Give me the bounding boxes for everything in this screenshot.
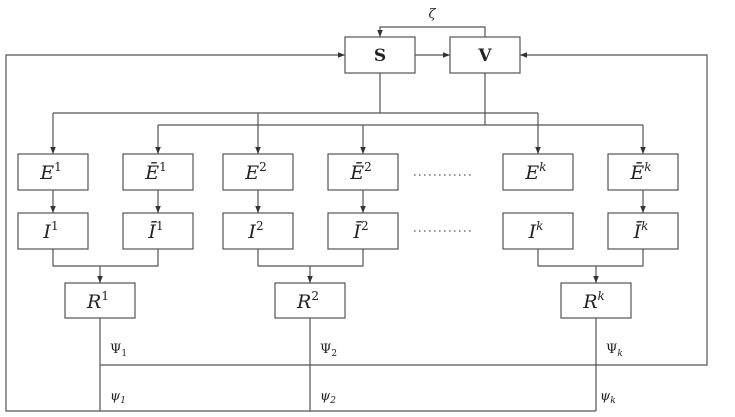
node-r2: R2 xyxy=(274,282,346,319)
rate-label-psi2: Ψ2 xyxy=(320,342,337,359)
node-e1-label: E1 xyxy=(39,160,62,184)
edge-Psi-to-v xyxy=(100,52,708,366)
rate-label-psi2: ψ2 xyxy=(320,389,336,406)
node-ebk: Ēk xyxy=(607,153,679,191)
node-i2: I2 xyxy=(222,212,294,250)
node-e1: E1 xyxy=(17,153,89,191)
node-i1-label: I1 xyxy=(42,219,58,243)
node-e2: E2 xyxy=(222,153,294,191)
node-ib1-label: Ī1 xyxy=(147,219,163,243)
node-ek: Ek xyxy=(502,153,574,191)
rate-label-psi1: Ψ1 xyxy=(110,342,127,359)
node-ik: Ik xyxy=(502,212,574,250)
rate-label-psik: ψk xyxy=(600,389,616,406)
edge-psi-to-s xyxy=(5,52,596,412)
node-i2-label: I2 xyxy=(247,219,263,243)
node-v: V xyxy=(449,36,521,74)
node-ib1: Ī1 xyxy=(122,212,194,250)
node-ib2: Ī2 xyxy=(327,212,399,250)
node-e2-label: E2 xyxy=(244,160,267,184)
node-ibk: Īk xyxy=(607,212,679,250)
node-r1: R1 xyxy=(64,282,136,319)
node-i1: I1 xyxy=(17,212,89,250)
zeta-label: ζ xyxy=(428,7,436,22)
edge-v-bus xyxy=(158,73,643,126)
node-r2-label: R2 xyxy=(296,289,319,313)
rate-label-psik: Ψk xyxy=(606,342,623,359)
node-ib2-label: Ī2 xyxy=(352,219,368,243)
node-eb1-label: Ē1 xyxy=(144,160,167,184)
edge-i-merge-2 xyxy=(257,249,364,283)
node-rk-label: Rk xyxy=(582,289,605,313)
node-eb1: Ē1 xyxy=(122,153,194,191)
node-s-label: S xyxy=(374,46,386,66)
edge-s-bus xyxy=(53,73,538,114)
node-ebk-label: Ēk xyxy=(629,160,651,184)
node-ek-label: Ek xyxy=(524,160,546,184)
node-eb2: Ē2 xyxy=(327,153,399,191)
node-eb2-label: Ē2 xyxy=(349,160,372,184)
node-ik-label: Ik xyxy=(528,219,544,243)
node-s: S xyxy=(344,36,416,74)
node-rk: Rk xyxy=(560,282,632,319)
edge-i-merge-k xyxy=(537,249,644,283)
node-r1-label: R1 xyxy=(86,289,109,313)
edge-i-merge-1 xyxy=(52,249,159,283)
rate-label-psi1: ψ1 xyxy=(110,389,126,406)
node-ibk-label: Īk xyxy=(633,219,649,243)
node-v-label: V xyxy=(477,46,492,66)
edge-v-to-s-loop xyxy=(377,26,486,37)
